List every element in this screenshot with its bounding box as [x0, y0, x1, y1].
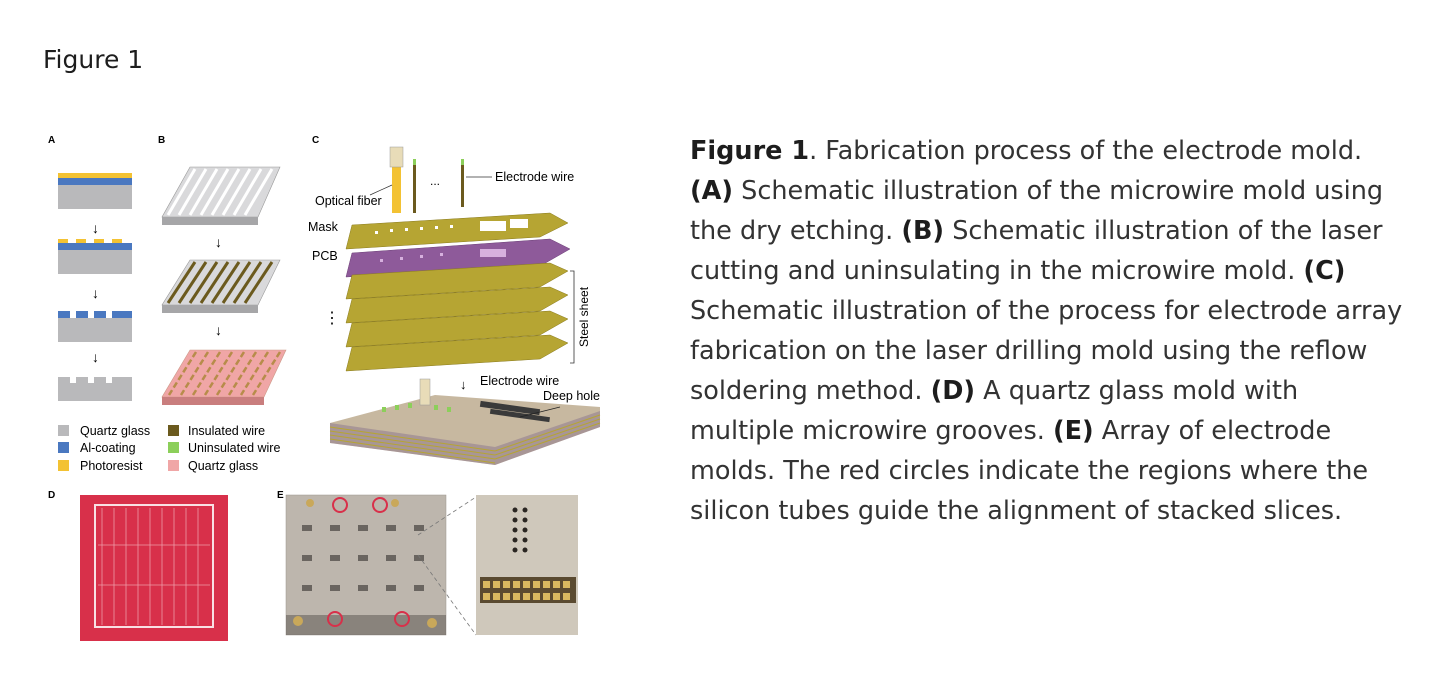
svg-text:↓: ↓	[215, 234, 222, 250]
figure-heading: Figure 1	[43, 45, 144, 74]
panel-e-photo	[285, 494, 578, 636]
panel-label-a: A	[48, 135, 55, 146]
vdots-label: ⋮	[324, 310, 340, 327]
caption-a-text: Schematic illustration of the microwire …	[690, 176, 1384, 246]
pcb-label: PCB	[312, 249, 338, 263]
legend-quartz-glass-pink: Quartz glass	[188, 459, 258, 473]
legend: Quartz glass Al-coating Photoresist Insu…	[58, 424, 280, 473]
caption-figure-label: Figure 1	[690, 136, 810, 166]
panel-b-diagram: ↓ ↓	[161, 166, 287, 405]
optical-fiber-label: Optical fiber	[315, 194, 382, 208]
svg-text:↓: ↓	[92, 349, 99, 365]
legend-insulated-wire: Insulated wire	[188, 424, 265, 438]
electrode-wire-label: Electrode wire	[495, 170, 574, 184]
panel-label-b: B	[158, 135, 165, 146]
caption-c-tag: (C)	[1303, 256, 1346, 286]
panel-d-photo	[80, 495, 228, 641]
panel-a-diagram: ↓ ↓ ↓	[58, 173, 132, 401]
caption-b-text: Schematic illustration of the laser cutt…	[690, 216, 1383, 286]
caption-e-text: Array of electrode molds. The red circle…	[690, 416, 1369, 526]
legend-photoresist: Photoresist	[80, 459, 143, 473]
legend-quartz-glass: Quartz glass	[80, 424, 150, 438]
panel-label-e: E	[277, 490, 284, 501]
ellipsis-label: ...	[430, 174, 440, 188]
svg-text:↓: ↓	[460, 377, 467, 392]
figure-image: A B C D E ↓ ↓ ↓ ↓	[48, 135, 601, 641]
caption-c-text: Schematic illustration of the process fo…	[690, 296, 1403, 406]
caption-intro: . Fabrication process of the electrode m…	[809, 136, 1363, 166]
steel-sheet-label: Steel sheet	[577, 286, 591, 347]
deep-hole-label: Deep hole	[543, 389, 600, 403]
panel-label-d: D	[48, 490, 55, 501]
caption-e-tag: (E)	[1052, 416, 1094, 446]
panel-c-diagram: ... Electrode wire Optical fiber Mask PC…	[308, 146, 601, 465]
caption-d-tag: (D)	[930, 376, 976, 406]
panel-label-c: C	[312, 135, 319, 146]
caption-d-text: A quartz glass mold with multiple microw…	[690, 376, 1299, 446]
electrode-wire-label-2: Electrode wire	[480, 374, 559, 388]
figure-caption: Figure 1. Fabrication process of the ele…	[690, 131, 1410, 531]
caption-b-tag: (B)	[901, 216, 945, 246]
legend-al-coating: Al-coating	[80, 441, 136, 455]
svg-text:↓: ↓	[92, 285, 99, 301]
mask-label: Mask	[308, 220, 339, 234]
legend-uninsulated-wire: Uninsulated wire	[188, 441, 280, 455]
svg-text:↓: ↓	[92, 220, 99, 236]
caption-a-tag: (A)	[690, 176, 734, 206]
svg-text:↓: ↓	[215, 322, 222, 338]
